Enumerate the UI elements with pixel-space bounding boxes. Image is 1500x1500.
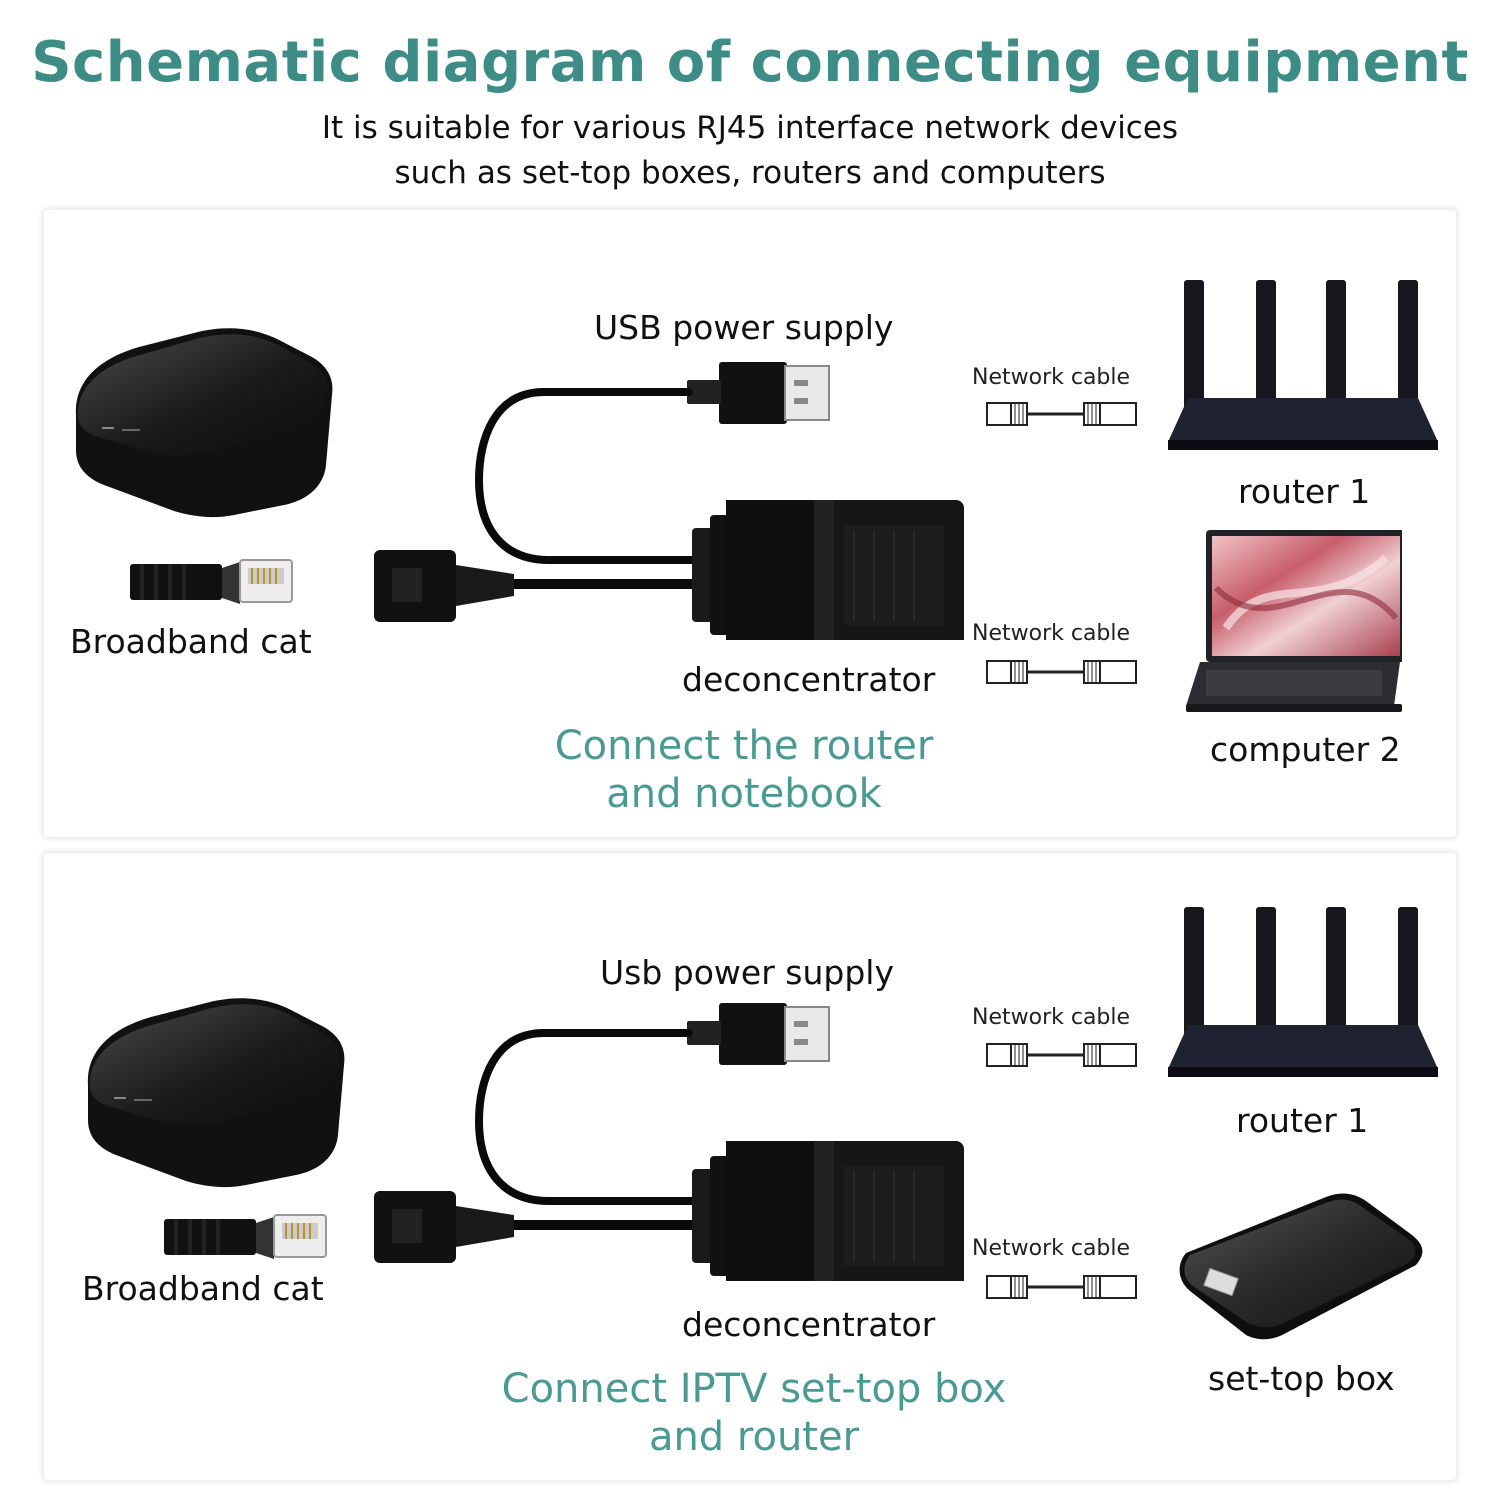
broadband-plug-icon bbox=[130, 558, 295, 608]
device-top-label: router 1 bbox=[1236, 1101, 1369, 1140]
panel-caption: Connect IPTV set-top box and router bbox=[444, 1365, 1064, 1461]
network-cable-label-bottom: Network cable bbox=[972, 621, 1131, 646]
modem-icon bbox=[64, 325, 339, 525]
subtitle-line-2: such as set-top boxes, routers and compu… bbox=[394, 155, 1106, 191]
device-bottom-label: set-top box bbox=[1208, 1359, 1395, 1398]
network-cable-label-top: Network cable bbox=[972, 365, 1131, 390]
caption-line-1: Connect IPTV set-top box bbox=[501, 1366, 1007, 1412]
modem-icon bbox=[76, 995, 351, 1195]
splitter-cable-icon bbox=[374, 1001, 974, 1281]
subtitle-line-1: It is suitable for various RJ45 interfac… bbox=[321, 110, 1179, 146]
panel-caption: Connect the router and notebook bbox=[494, 722, 994, 818]
network-cable-icon bbox=[986, 1273, 1138, 1303]
device-bottom-label: computer 2 bbox=[1210, 730, 1401, 769]
panel-iptv-router: Broadband cat Usb power supply deconce bbox=[44, 853, 1456, 1480]
splitter-label: deconcentrator bbox=[682, 1305, 936, 1344]
network-cable-icon bbox=[986, 1041, 1138, 1071]
network-cable-icon bbox=[986, 658, 1138, 688]
page-title: Schematic diagram of connecting equipmen… bbox=[31, 30, 1469, 95]
splitter-cable-icon bbox=[374, 360, 974, 640]
router-icon bbox=[1168, 278, 1440, 458]
device-top-label: router 1 bbox=[1238, 472, 1371, 511]
broadband-label: Broadband cat bbox=[82, 1269, 324, 1308]
network-cable-label-top: Network cable bbox=[972, 1005, 1131, 1030]
broadband-label: Broadband cat bbox=[70, 622, 312, 661]
splitter-label: deconcentrator bbox=[682, 660, 936, 699]
caption-line-2: and router bbox=[648, 1414, 860, 1460]
network-cable-icon bbox=[986, 400, 1138, 430]
header: Schematic diagram of connecting equipmen… bbox=[0, 0, 1500, 205]
broadband-plug-icon bbox=[164, 1213, 329, 1263]
panel-router-notebook: Broadband cat bbox=[44, 210, 1456, 837]
usb-power-label: USB power supply bbox=[594, 308, 894, 347]
laptop-icon bbox=[1186, 528, 1402, 714]
set-top-box-icon bbox=[1176, 1193, 1428, 1343]
caption-line-2: and notebook bbox=[606, 771, 882, 817]
usb-power-label: Usb power supply bbox=[600, 953, 894, 992]
router-icon bbox=[1168, 905, 1440, 1085]
network-cable-label-bottom: Network cable bbox=[972, 1236, 1131, 1261]
caption-line-1: Connect the router bbox=[554, 723, 934, 769]
